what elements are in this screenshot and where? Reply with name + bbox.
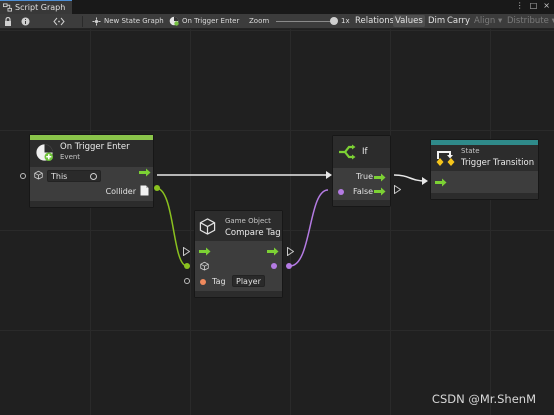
- tag-input-port[interactable]: [184, 278, 190, 284]
- gameobject-input-port[interactable]: [184, 263, 190, 269]
- node-footer: [195, 291, 282, 297]
- node-title: Trigger Transition: [461, 158, 535, 168]
- state-graph-icon: [92, 17, 101, 25]
- node-if[interactable]: If True False: [332, 135, 391, 207]
- trigger-event-icon: [36, 144, 54, 162]
- node-title: Compare Tag: [225, 228, 281, 238]
- node-trigger-transition[interactable]: State Trigger Transition: [430, 139, 539, 200]
- dim-button[interactable]: Dim: [428, 16, 446, 26]
- node-accent-bar: [30, 135, 153, 140]
- bool-output-port-icon: [271, 263, 277, 269]
- flow-output-port[interactable]: [287, 247, 294, 256]
- branch-icon: [339, 144, 356, 160]
- values-button[interactable]: Values: [393, 15, 425, 27]
- close-icon[interactable]: ×: [543, 1, 550, 10]
- target-field[interactable]: This: [47, 170, 101, 182]
- collider-output-port[interactable]: [154, 185, 160, 191]
- node-body: Tag Player: [195, 241, 282, 293]
- flow-input-arrow-icon: [199, 247, 211, 256]
- node-footer: [431, 193, 538, 199]
- node-title: On Trigger Enter: [60, 142, 130, 152]
- node-body: [431, 171, 538, 195]
- distribute-dropdown[interactable]: Distribute ▾: [507, 16, 554, 26]
- tag-port-icon: [200, 279, 206, 285]
- object-picker-icon[interactable]: [90, 173, 97, 180]
- flow-output-arrow-icon: [374, 173, 386, 182]
- node-title: If: [362, 147, 368, 157]
- carry-button[interactable]: Carry: [447, 16, 471, 26]
- node-compare-tag[interactable]: Game Object Compare Tag Tag Player: [194, 210, 283, 298]
- new-state-graph-button[interactable]: New State Graph: [92, 14, 164, 28]
- flow-output-arrow-icon: [374, 187, 386, 196]
- window-controls: ⋮ □ ×: [516, 1, 550, 10]
- tab-script-graph[interactable]: Script Graph: [0, 0, 72, 14]
- node-category: State: [461, 147, 480, 155]
- event-selector[interactable]: On Trigger Enter: [169, 14, 239, 28]
- document-icon: [140, 185, 149, 196]
- zoom-slider-track[interactable]: [276, 21, 334, 22]
- lock-button[interactable]: [4, 14, 15, 28]
- target-input-port[interactable]: [20, 173, 26, 179]
- zoom-label: Zoom: [249, 17, 270, 25]
- tab-bar: Script Graph ⋮ □ ×: [0, 0, 554, 14]
- zoom-slider-thumb[interactable]: [330, 17, 338, 25]
- graph-canvas[interactable]: [0, 29, 554, 415]
- info-icon: [21, 17, 30, 25]
- gameobject-icon: [34, 170, 43, 180]
- bool-output-port[interactable]: [286, 263, 292, 269]
- node-header: On Trigger Enter Event: [30, 135, 153, 167]
- node-header: If: [333, 136, 390, 168]
- node-footer: [333, 200, 390, 206]
- tag-field[interactable]: Player: [232, 275, 265, 287]
- true-label: True: [356, 172, 373, 181]
- gameobject-icon: [200, 261, 209, 271]
- flow-input-arrow-icon: [435, 178, 447, 187]
- code-arrows-icon: [53, 17, 65, 25]
- zoom-value: 1x: [341, 17, 350, 25]
- false-label: False: [353, 187, 374, 196]
- watermark-text: CSDN @Mr.ShenM: [431, 392, 536, 406]
- new-state-graph-label: New State Graph: [104, 17, 164, 25]
- transition-icon: [436, 151, 455, 166]
- node-body: True False: [333, 168, 390, 202]
- condition-port-icon: [338, 189, 344, 195]
- graph-icon: [3, 3, 12, 12]
- false-output-port[interactable]: [394, 185, 401, 194]
- info-button[interactable]: [21, 14, 33, 28]
- lock-icon: [5, 16, 11, 26]
- relations-button[interactable]: Relations: [355, 16, 395, 26]
- flow-input-port[interactable]: [183, 247, 190, 256]
- flow-output-arrow-icon[interactable]: [139, 168, 151, 177]
- menu-icon[interactable]: ⋮: [515, 1, 524, 10]
- node-header: Game Object Compare Tag: [195, 211, 282, 241]
- flow-output-arrow-icon: [267, 247, 279, 256]
- tag-label: Tag: [212, 277, 226, 286]
- collider-label: Collider: [105, 187, 136, 196]
- node-body: This Collider: [30, 167, 153, 203]
- node-on-trigger-enter[interactable]: On Trigger Enter Event This Collider: [29, 134, 154, 208]
- tab-title: Script Graph: [15, 3, 66, 12]
- toolbar: New State Graph On Trigger Enter Zoom 1x…: [0, 14, 554, 29]
- event-name: On Trigger Enter: [182, 17, 240, 25]
- node-category: Game Object: [225, 217, 271, 225]
- trigger-event-icon: [169, 16, 179, 26]
- node-header: State Trigger Transition: [431, 140, 538, 171]
- toolbar-separator: [82, 16, 83, 27]
- target-value: This: [51, 172, 68, 181]
- node-footer: [30, 201, 153, 207]
- align-dropdown[interactable]: Align ▾: [474, 16, 503, 26]
- maximize-icon[interactable]: □: [529, 1, 538, 10]
- gameobject-icon: [199, 218, 216, 235]
- node-subtitle: Event: [60, 153, 81, 161]
- node-accent-bar: [431, 140, 538, 145]
- overview-button[interactable]: [53, 14, 68, 28]
